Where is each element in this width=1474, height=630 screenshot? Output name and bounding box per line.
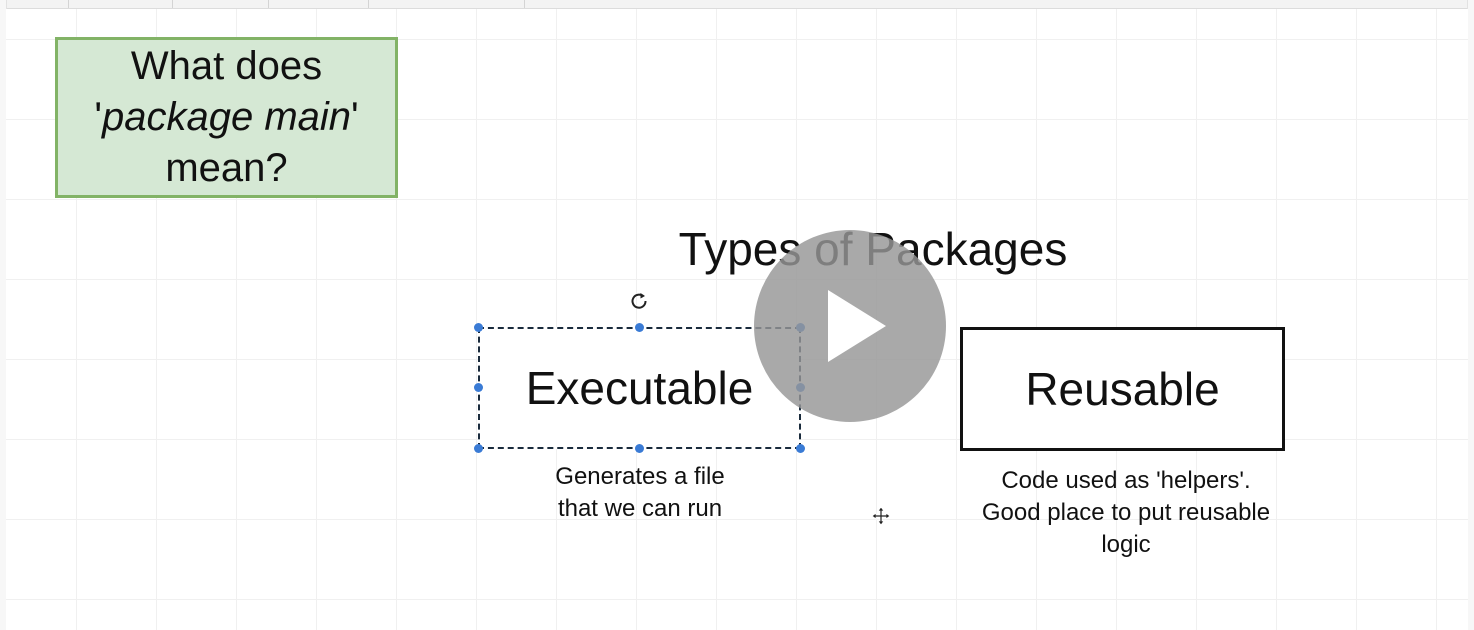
- reusable-label: Reusable: [1025, 363, 1220, 415]
- play-icon: [828, 290, 886, 362]
- reusable-description-line: Good place to put reusable: [981, 499, 1271, 526]
- resize-handle-left[interactable]: [474, 383, 483, 392]
- reusable-description-line: Code used as 'helpers'.: [1001, 467, 1251, 494]
- resize-handle-bottom-left[interactable]: [474, 444, 483, 453]
- resize-handle-bottom[interactable]: [635, 444, 644, 453]
- quote-open: ': [94, 95, 102, 139]
- top-ruler: [0, 0, 1474, 9]
- video-play-button[interactable]: [754, 230, 946, 422]
- ruler-tick: [268, 0, 269, 8]
- resize-handle-top[interactable]: [635, 323, 644, 332]
- executable-description-line: Generates a file: [555, 463, 725, 490]
- question-keyword: package main: [101, 95, 352, 139]
- question-line-2: 'package main': [94, 92, 358, 143]
- resize-handle-bottom-right[interactable]: [796, 444, 805, 453]
- reusable-box[interactable]: Reusable: [960, 327, 1285, 451]
- question-card[interactable]: What does 'package main' mean?: [55, 37, 398, 198]
- question-line-3: mean?: [165, 146, 288, 190]
- executable-box[interactable]: Executable: [478, 327, 801, 449]
- question-line-1: What does: [130, 44, 323, 88]
- ruler-tick: [172, 0, 173, 8]
- ruler-tick: [524, 0, 525, 8]
- question-text: What does 'package main' mean?: [94, 41, 358, 194]
- diagram-canvas[interactable]: [6, 9, 1468, 630]
- move-cursor-icon: [871, 506, 891, 526]
- executable-description[interactable]: Generates a file that we can run: [495, 461, 785, 525]
- executable-description-line: that we can run: [557, 495, 723, 522]
- right-panel-edge: [1467, 0, 1474, 630]
- quote-close: ': [351, 95, 359, 139]
- reusable-description-line: logic: [1101, 531, 1151, 558]
- executable-label: Executable: [525, 362, 754, 414]
- rotate-icon[interactable]: [628, 290, 650, 312]
- resize-handle-top-left[interactable]: [474, 323, 483, 332]
- ruler-tick: [68, 0, 69, 8]
- ruler-tick: [368, 0, 369, 8]
- reusable-description[interactable]: Code used as 'helpers'. Good place to pu…: [940, 465, 1312, 561]
